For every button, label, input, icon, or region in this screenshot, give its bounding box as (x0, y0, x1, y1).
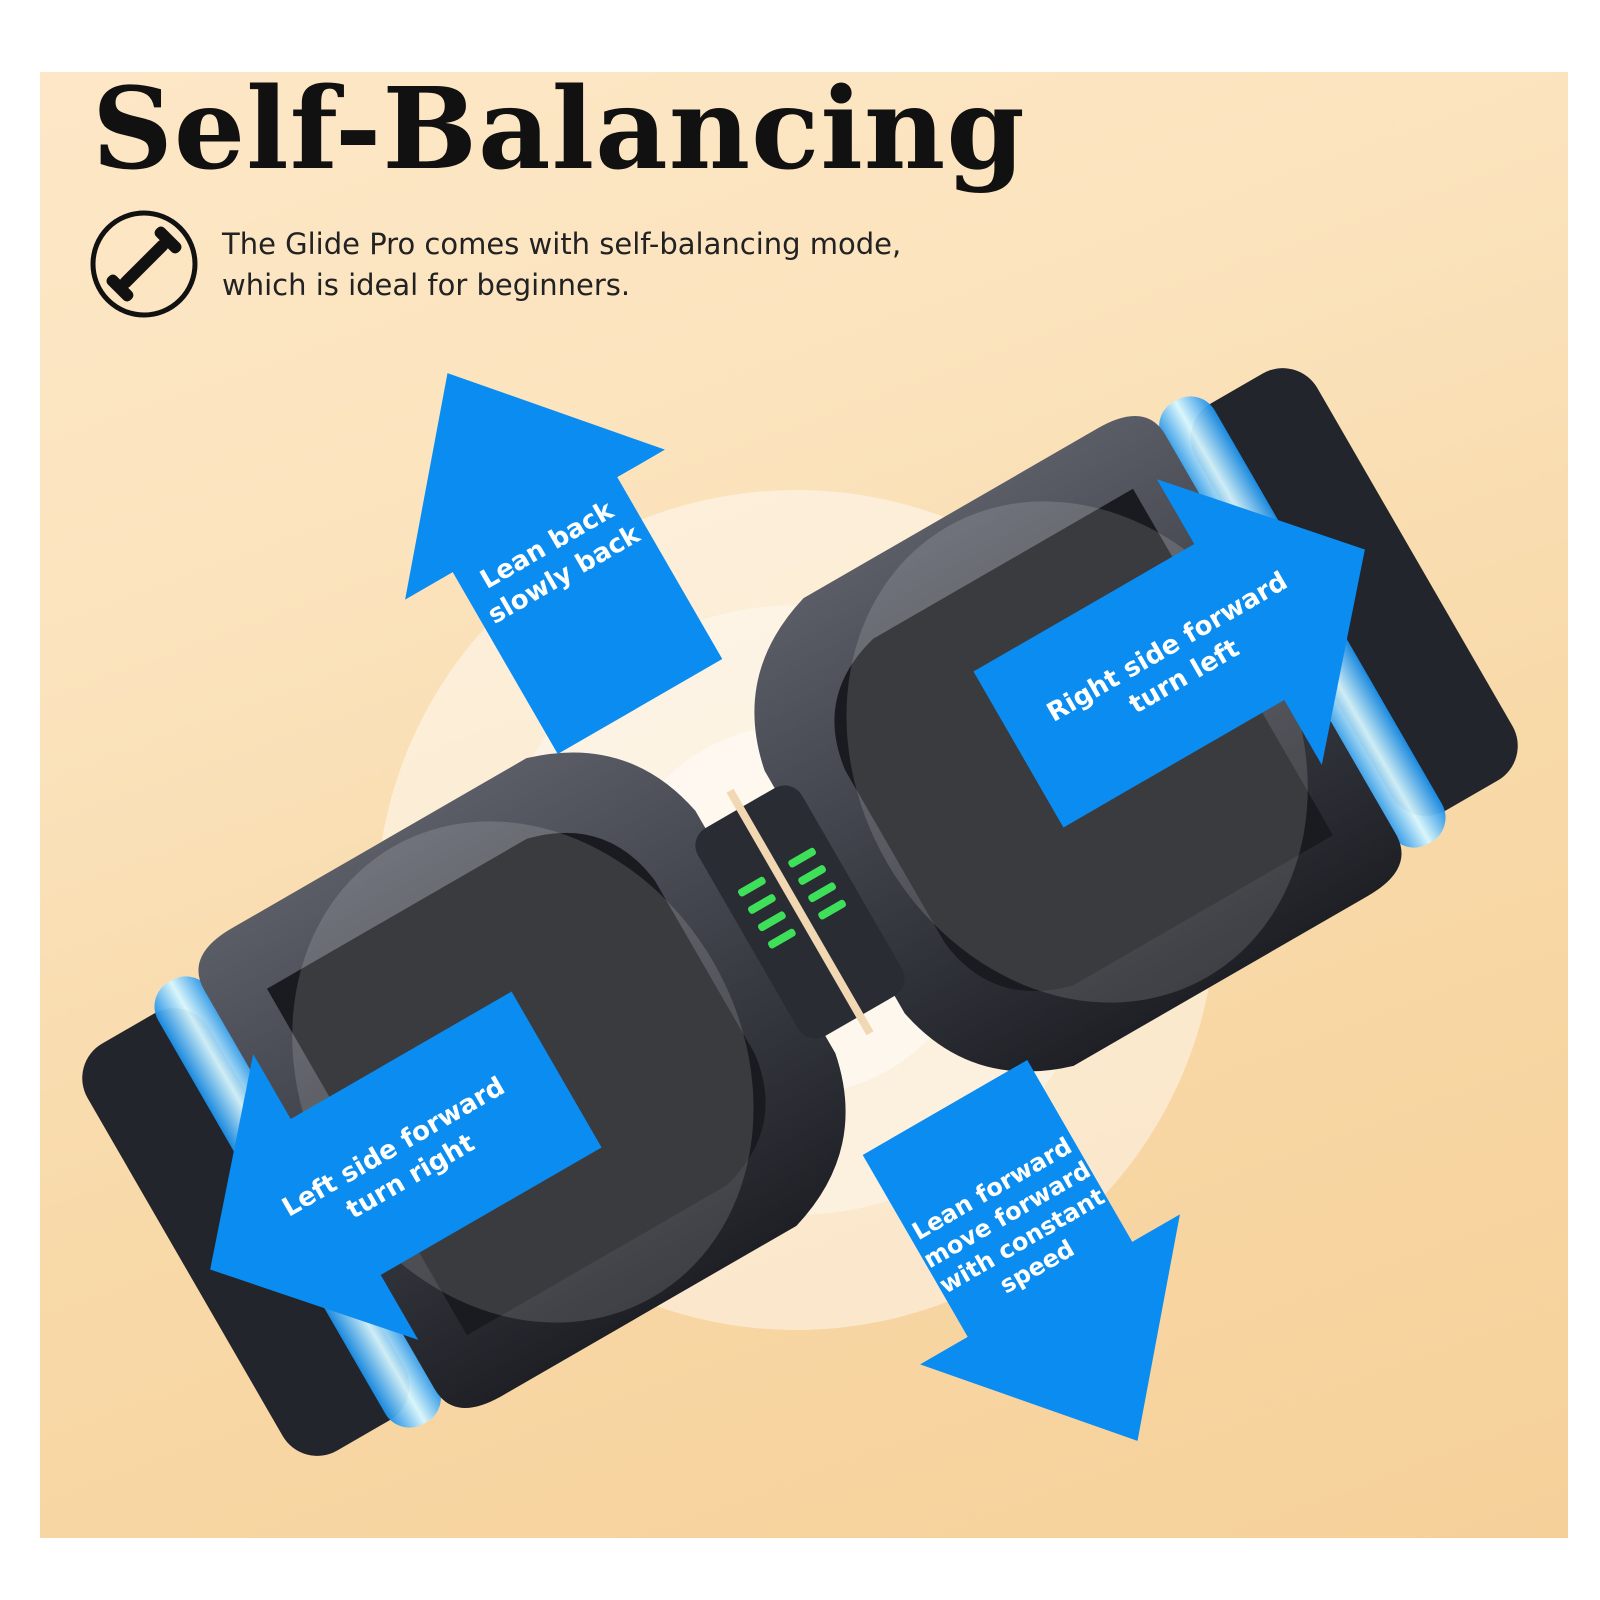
lean-back-arrow: Lean back slowly back (405, 373, 723, 755)
product-banner: Lean back slowly back Right side forward… (40, 72, 1568, 1538)
feature-description: The Glide Pro comes with self-balancing … (222, 227, 902, 302)
lean-forward-arrow: Lean forward move forward with constant … (862, 1059, 1180, 1441)
page-title: Self-Balancing (92, 72, 1026, 195)
hoverboard-icon (90, 210, 198, 318)
battery-indicator (737, 847, 847, 949)
center-seam (726, 788, 874, 1036)
hoverboard-illustration: Lean back slowly back Right side forward… (82, 368, 1518, 1456)
left-side-arrow: Left side forward turn right (210, 991, 602, 1340)
